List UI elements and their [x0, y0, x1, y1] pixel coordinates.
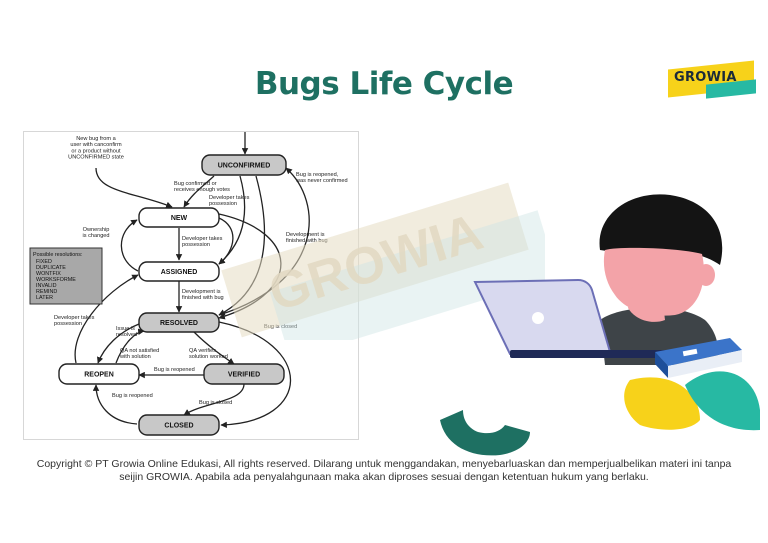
copyright-notice: Copyright © PT Growia Online Edukasi, Al… [10, 458, 758, 484]
state-label-new: NEW [171, 215, 188, 222]
laptop-base [510, 350, 675, 358]
laptop-logo-icon [532, 312, 544, 324]
state-label-unconfirmed: UNCONFIRMED [218, 163, 271, 170]
note-bug-closed-2: Bug is closed [199, 400, 232, 406]
state-label-assigned: ASSIGNED [161, 269, 198, 276]
growia-logo: GROWIA [668, 62, 756, 98]
green-arc-shape [440, 410, 530, 455]
copyright-line-2: seijin GROWIA. Apabila ada penyalahgunaa… [10, 471, 758, 484]
state-label-verified: VERIFIED [228, 372, 260, 379]
boy-laptop-illustration [430, 170, 760, 460]
note-bug-reopened-1: Bug is reopened [154, 367, 195, 373]
ear [697, 264, 715, 286]
note-bug-reopened-2: Bug is reopened [112, 393, 153, 399]
state-label-resolved: RESOLVED [160, 320, 198, 327]
state-label-closed: CLOSED [164, 423, 193, 430]
page-title: Bugs Life Cycle [0, 66, 768, 102]
copyright-line-1: Copyright © PT Growia Online Edukasi, Al… [10, 458, 758, 471]
resolution-item: LATER [36, 295, 53, 301]
resolutions-heading: Possible resolutions: [33, 252, 82, 258]
state-label-reopen: REOPEN [84, 372, 114, 379]
logo-text: GROWIA [674, 70, 737, 85]
